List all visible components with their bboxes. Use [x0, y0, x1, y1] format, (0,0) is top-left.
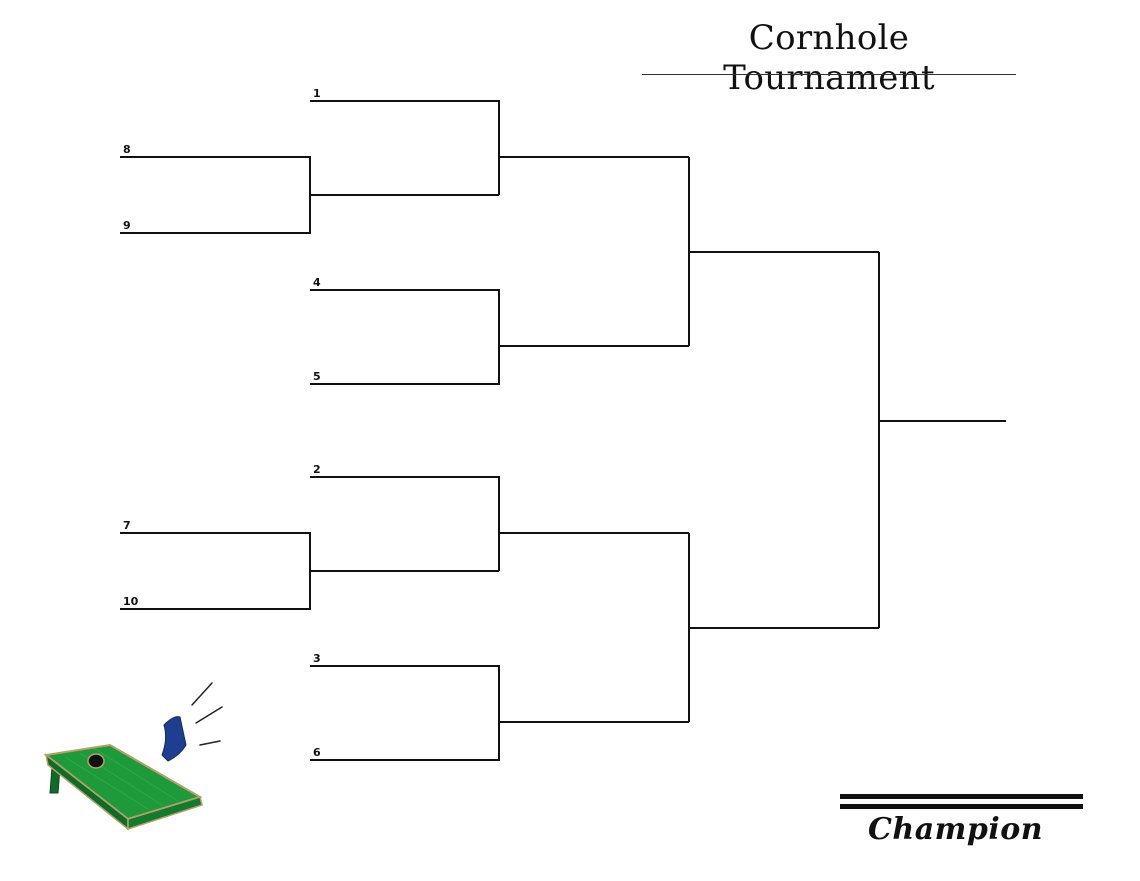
- seed-6: 6: [313, 746, 321, 759]
- seed-4: 4: [313, 276, 321, 289]
- match-line-7: [120, 532, 311, 610]
- champion-label: Champion: [868, 812, 1044, 847]
- motion-lines-icon: [191, 682, 223, 746]
- match-line-4-5: [310, 289, 500, 385]
- title-underline: [642, 74, 1016, 75]
- cornhole-board-icon: [43, 682, 223, 831]
- match-line-2: [310, 476, 500, 571]
- bean-bag-icon: [161, 716, 187, 762]
- match-line-3-6: [310, 665, 500, 761]
- match-line-1: [310, 100, 500, 195]
- seed-7: 7: [123, 519, 131, 532]
- seed-9: 9: [123, 219, 131, 232]
- seed-3: 3: [313, 652, 321, 665]
- seed-1: 1: [313, 87, 321, 100]
- seed-5: 5: [313, 370, 321, 383]
- seed-10: 10: [123, 595, 139, 608]
- champion-rule: [840, 794, 1083, 814]
- tournament-title: Cornhole Tournament: [723, 18, 935, 98]
- seed-8: 8: [123, 143, 131, 156]
- seed-2: 2: [313, 463, 321, 476]
- match-line-8: [120, 156, 311, 234]
